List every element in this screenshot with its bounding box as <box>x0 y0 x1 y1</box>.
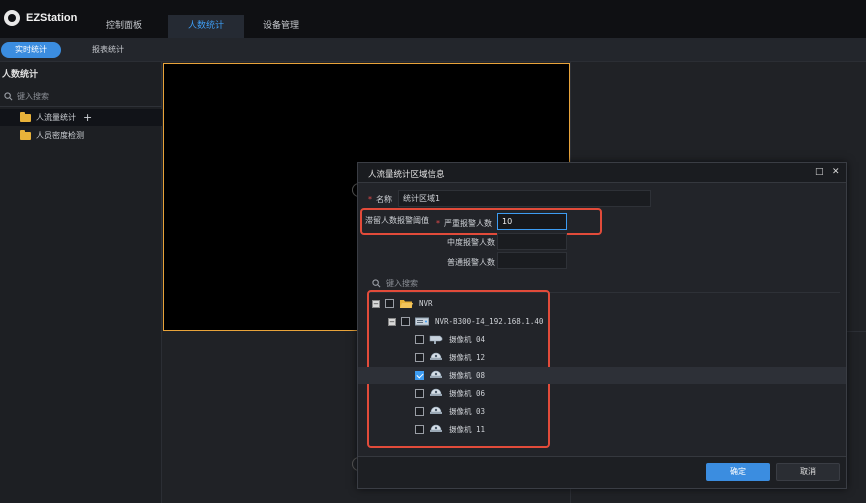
collapse-icon[interactable]: − <box>372 299 380 308</box>
top-bar: EZStation 控制面板 人数统计 设备管理 <box>0 0 866 38</box>
subtab-report[interactable]: 报表统计 <box>92 45 124 54</box>
maximize-icon[interactable]: □ <box>815 167 824 177</box>
checkbox[interactable] <box>415 425 424 434</box>
name-label: *名称 <box>368 195 392 204</box>
threshold-label: 滞留人数报警阈值 <box>365 216 429 225</box>
folder-icon <box>20 129 31 140</box>
dome-camera-icon <box>430 352 442 360</box>
severe-label: *严重报警人数 <box>436 219 492 228</box>
sidebar-search <box>0 87 162 107</box>
tree-label: NVR <box>419 299 433 308</box>
device-search <box>368 275 840 293</box>
app-logo: EZStation <box>4 10 77 26</box>
checkbox[interactable] <box>385 299 394 308</box>
add-icon[interactable]: + <box>83 111 93 124</box>
tree-row-camera-selected[interactable]: 摄像机 08 <box>358 367 846 384</box>
search-icon <box>4 92 13 101</box>
camera-label: 摄像机 12 <box>449 353 486 362</box>
checkbox[interactable] <box>415 389 424 398</box>
dialog-footer <box>358 456 846 488</box>
dome-camera-icon <box>430 370 442 378</box>
sidebar-search-input[interactable] <box>17 92 147 101</box>
sidebar-item-label: 人流量统计 <box>36 113 76 122</box>
device-search-input[interactable] <box>386 279 686 288</box>
checkbox[interactable] <box>415 353 424 362</box>
collapse-icon[interactable]: − <box>388 317 396 326</box>
checkbox[interactable] <box>401 317 410 326</box>
subtab-realtime[interactable]: 实时统计 <box>1 42 61 58</box>
dome-camera-icon <box>430 388 442 396</box>
normal-alarm-input[interactable] <box>497 252 567 269</box>
nvr-device-icon <box>415 317 429 326</box>
medium-label: 中度报警人数 <box>447 238 495 247</box>
tree-row-camera[interactable]: 摄像机 04 <box>358 331 846 348</box>
camera-label: 摄像机 06 <box>449 389 486 398</box>
tree-row-nvr-device[interactable]: − NVR-B300-I4_192.168.1.40 <box>358 313 846 330</box>
tree-label: NVR-B300-I4_192.168.1.40 <box>435 317 544 326</box>
bullet-camera-icon <box>429 335 443 344</box>
camera-label: 摄像机 03 <box>449 407 486 416</box>
close-icon[interactable]: ✕ <box>832 167 840 177</box>
tree-row-nvr-root[interactable]: − NVR <box>358 295 846 312</box>
tree-row-camera[interactable]: 摄像机 12 <box>358 349 846 366</box>
tree-row-camera[interactable]: 摄像机 03 <box>358 403 846 420</box>
sidebar-item-density[interactable]: 人员密度检测 <box>0 127 162 144</box>
checkbox-checked[interactable] <box>415 371 424 380</box>
cancel-button[interactable]: 取消 <box>776 463 840 481</box>
camera-label: 摄像机 11 <box>449 425 486 434</box>
tree-row-camera[interactable]: 摄像机 11 <box>358 421 846 438</box>
tab-people-count[interactable]: 人数统计 <box>168 15 244 38</box>
tab-control-panel[interactable]: 控制面板 <box>105 21 142 31</box>
highlight-box <box>360 208 602 235</box>
search-icon <box>372 279 381 288</box>
area-info-dialog: 人流量统计区域信息 □ ✕ *名称 统计区域1 滞留人数报警阈值 *严重报警人数… <box>357 162 847 489</box>
tree-row-camera[interactable]: 摄像机 06 <box>358 385 846 402</box>
sidebar-item-label: 人员密度检测 <box>36 131 84 140</box>
logo-icon <box>4 10 20 26</box>
folder-icon <box>20 111 31 122</box>
sidebar-item-people-flow[interactable]: 人流量统计 + <box>0 109 162 126</box>
ok-button[interactable]: 确定 <box>706 463 770 481</box>
severe-alarm-input[interactable]: 10 <box>497 213 567 230</box>
sub-nav-bar: 实时统计 报表统计 <box>0 38 866 62</box>
sidebar: 人数统计 人流量统计 + 人员密度检测 <box>0 62 162 503</box>
normal-label: 普通报警人数 <box>447 258 495 267</box>
name-field[interactable]: 统计区域1 <box>398 190 651 207</box>
sidebar-title: 人数统计 <box>2 70 39 80</box>
tab-device-management[interactable]: 设备管理 <box>262 21 299 31</box>
dome-camera-icon <box>430 406 442 414</box>
dialog-title: 人流量统计区域信息 <box>368 170 445 180</box>
checkbox[interactable] <box>415 335 424 344</box>
app-title: EZStation <box>26 12 78 24</box>
medium-alarm-input[interactable] <box>497 233 567 250</box>
dome-camera-icon <box>430 424 442 432</box>
camera-label: 摄像机 04 <box>449 335 486 344</box>
dialog-header: 人流量统计区域信息 □ ✕ <box>358 163 846 183</box>
camera-label: 摄像机 08 <box>449 371 486 380</box>
folder-open-icon <box>400 300 413 308</box>
checkbox[interactable] <box>415 407 424 416</box>
